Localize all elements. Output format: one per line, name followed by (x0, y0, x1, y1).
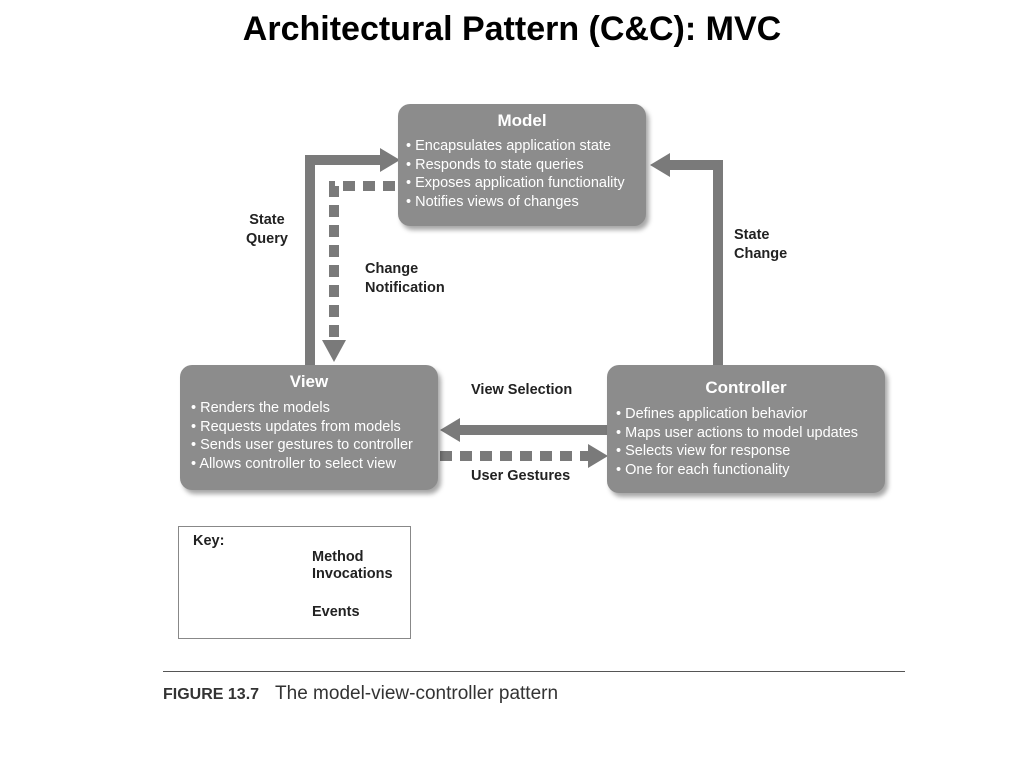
list-item: Responds to state queries (406, 156, 646, 175)
list-item: Exposes application functionality (406, 174, 646, 193)
list-item: Selects view for response (616, 442, 885, 461)
state-change-label: State Change (734, 226, 787, 263)
controller-responsibilities: Defines application behavior Maps user a… (616, 405, 885, 479)
change-notification-label-line1: Change (365, 261, 419, 277)
state-query-label-line1: State (249, 212, 285, 228)
view-selection-label: View Selection (471, 382, 573, 398)
view-box: View Renders the models Requests updates… (180, 365, 438, 490)
list-item: Requests updates from models (191, 418, 438, 437)
change-notification-arrow (329, 181, 395, 340)
list-item: Sends user gestures to controller (191, 436, 438, 455)
list-item: Notifies views of changes (406, 193, 646, 212)
state-change-arrow (650, 153, 723, 365)
figure-text: The model-view-controller pattern (275, 683, 559, 704)
model-box: Model Encapsulates application state Res… (398, 104, 646, 226)
view-title: View (289, 372, 329, 391)
state-change-label-line2: Change (734, 245, 788, 262)
legend-method-invocations: Method Invocations (312, 549, 393, 583)
change-notification-head (322, 340, 346, 362)
state-change-label-line1: State (734, 227, 770, 243)
list-item: Renders the models (191, 399, 438, 418)
controller-title: Controller (705, 378, 787, 397)
list-item: Maps user actions to model updates (616, 424, 885, 443)
legend-events: Events (312, 604, 360, 620)
state-query-label: State Query (246, 211, 288, 248)
user-gestures-label: User Gestures (471, 468, 571, 484)
change-notification-label: Change Notification (365, 260, 445, 297)
legend-method-line1: Method (312, 549, 364, 565)
state-query-arrow (305, 148, 400, 365)
view-responsibilities: Renders the models Requests updates from… (191, 399, 438, 473)
controller-box: Controller Defines application behavior … (607, 365, 885, 493)
list-item: Allows controller to select view (191, 455, 438, 474)
list-item: One for each functionality (616, 461, 885, 480)
view-selection-arrow (440, 418, 607, 442)
legend-method-line2: Invocations (312, 566, 393, 582)
user-gestures-head (588, 444, 608, 468)
caption-rule (163, 671, 905, 672)
list-item: Encapsulates application state (406, 137, 646, 156)
state-query-label-line2: Query (246, 230, 288, 247)
legend-box: Key: Method Invocations Events (178, 526, 411, 639)
figure-caption: FIGURE 13.7 The model-view-controller pat… (163, 683, 558, 705)
change-notification-label-line2: Notification (365, 279, 445, 296)
model-responsibilities: Encapsulates application state Responds … (406, 137, 646, 211)
model-title: Model (497, 111, 547, 130)
figure-label: FIGURE 13.7 (163, 686, 260, 703)
slide-title: Architectural Pattern (C&C): MVC (242, 10, 782, 48)
list-item: Defines application behavior (616, 405, 885, 424)
legend-title: Key: (193, 533, 225, 549)
